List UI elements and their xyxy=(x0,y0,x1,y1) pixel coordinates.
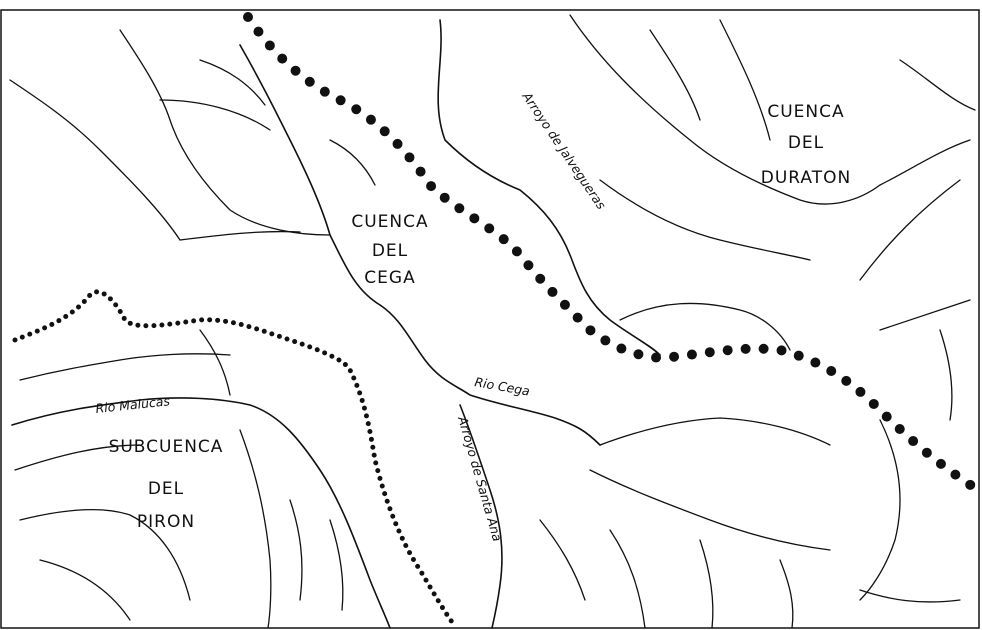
cega-tributary xyxy=(609,529,646,629)
duraton-tributary xyxy=(619,302,791,351)
basin-duraton-line1: CUENCA xyxy=(767,102,844,122)
basin-cega-line1: CUENCA xyxy=(351,212,428,232)
duraton-tributary xyxy=(859,179,961,281)
cega-tributary xyxy=(119,29,331,236)
map-labels: CUENCA DEL DURATON CUENCA DEL CEGA SUBCU… xyxy=(95,88,851,543)
basin-cega-line2: DEL xyxy=(372,241,408,261)
rio-cega-course xyxy=(239,44,601,446)
cega-tributary xyxy=(859,419,901,601)
cega-tributary xyxy=(179,230,301,241)
cega-tributary xyxy=(879,299,971,331)
piron-tributary xyxy=(19,508,191,601)
map-frame xyxy=(0,9,980,629)
duraton-tributary xyxy=(899,59,976,111)
piron-tributary xyxy=(39,559,131,621)
cega-tributary xyxy=(159,99,271,131)
cega-tributary xyxy=(939,329,953,421)
cega-tributary xyxy=(699,539,714,629)
divide-piron-cega xyxy=(12,289,455,625)
cega-tributary xyxy=(779,559,794,629)
duraton-tributary xyxy=(879,139,971,186)
divide-duraton-cega xyxy=(243,12,977,491)
river-label-cega: Rio Cega xyxy=(473,374,531,398)
basin-piron-line1: SUBCUENCA xyxy=(109,437,224,457)
piron-tributary xyxy=(289,499,303,601)
rio-malucas-course xyxy=(11,397,391,629)
piron-tributary xyxy=(19,353,231,381)
duraton-tributary xyxy=(599,179,811,261)
piron-tributary xyxy=(14,444,141,471)
arroyo-santa-ana-course xyxy=(459,404,503,629)
river-label-santa-ana: Arroyo de Santa Ana xyxy=(455,414,505,543)
basin-piron-line2: DEL xyxy=(148,479,184,499)
basin-cega-line3: CEGA xyxy=(364,268,415,288)
duraton-tributary xyxy=(649,29,701,121)
cega-tributary xyxy=(199,59,266,106)
cega-tributary xyxy=(9,79,181,241)
basin-duraton-line3: DURATON xyxy=(761,168,851,188)
duraton-tributary xyxy=(719,19,771,141)
piron-tributary xyxy=(239,429,272,629)
river-network xyxy=(9,14,976,629)
basin-piron-line3: PIRON xyxy=(137,512,195,532)
basin-duraton-line2: DEL xyxy=(788,133,824,153)
river-label-malucas: Rio Malucas xyxy=(95,393,171,416)
piron-tributary xyxy=(199,329,231,396)
duraton-tributary xyxy=(569,14,881,205)
cega-tributary xyxy=(329,139,376,186)
river-label-jalvegueras: Arroyo de Jalvegueras xyxy=(519,88,609,212)
cega-tributary xyxy=(539,519,586,601)
watershed-divides xyxy=(12,12,977,625)
cega-tributary xyxy=(589,469,831,551)
cega-tributary xyxy=(599,417,831,446)
arroyo-jalvegueras-course xyxy=(437,19,661,356)
cega-tributary xyxy=(859,589,961,603)
piron-tributary xyxy=(329,519,344,611)
